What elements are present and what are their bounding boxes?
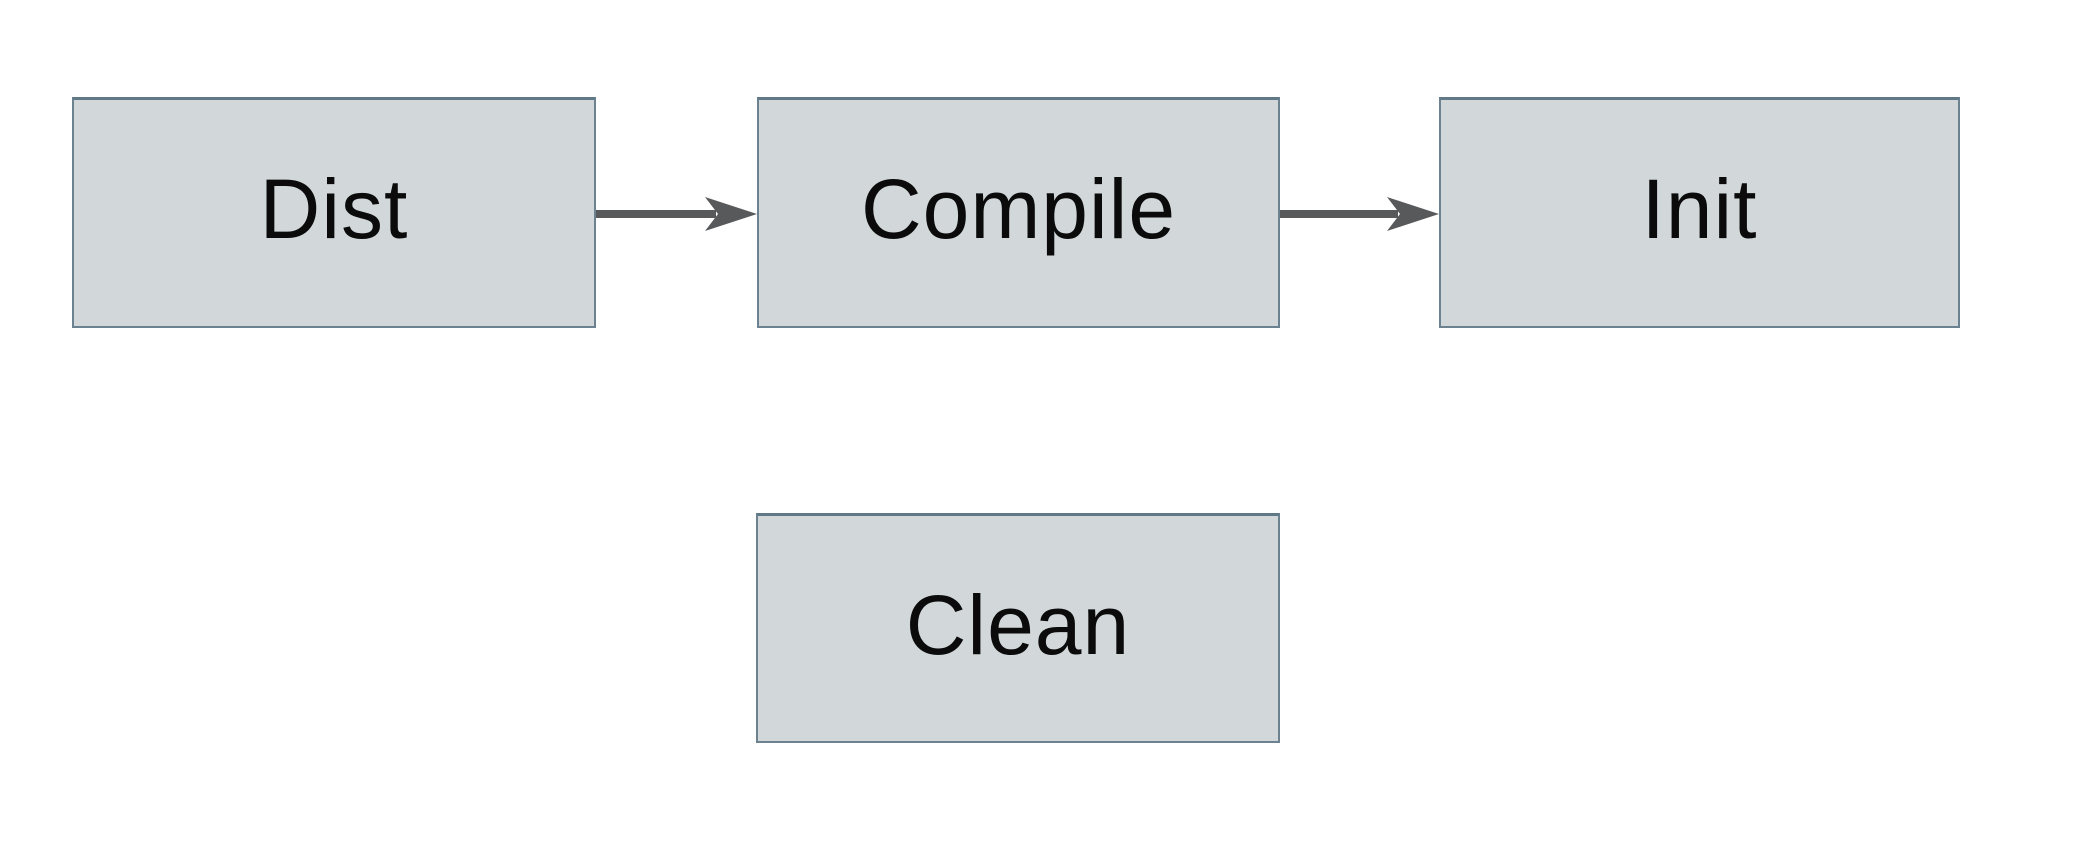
node-init-label: Init — [1641, 162, 1758, 256]
node-dist-label: Dist — [259, 162, 409, 256]
node-compile[interactable]: Compile — [757, 97, 1280, 328]
arrow-compile-to-init[interactable] — [1280, 194, 1439, 234]
node-init[interactable]: Init — [1439, 97, 1960, 328]
arrow-dist-to-compile[interactable] — [596, 194, 757, 234]
arrow-right-icon — [596, 197, 757, 231]
node-compile-label: Compile — [860, 162, 1177, 256]
node-clean-label: Clean — [905, 577, 1131, 672]
node-dist[interactable]: Dist — [72, 97, 596, 328]
arrow-right-icon — [1280, 197, 1439, 231]
node-clean[interactable]: Clean — [756, 513, 1280, 743]
